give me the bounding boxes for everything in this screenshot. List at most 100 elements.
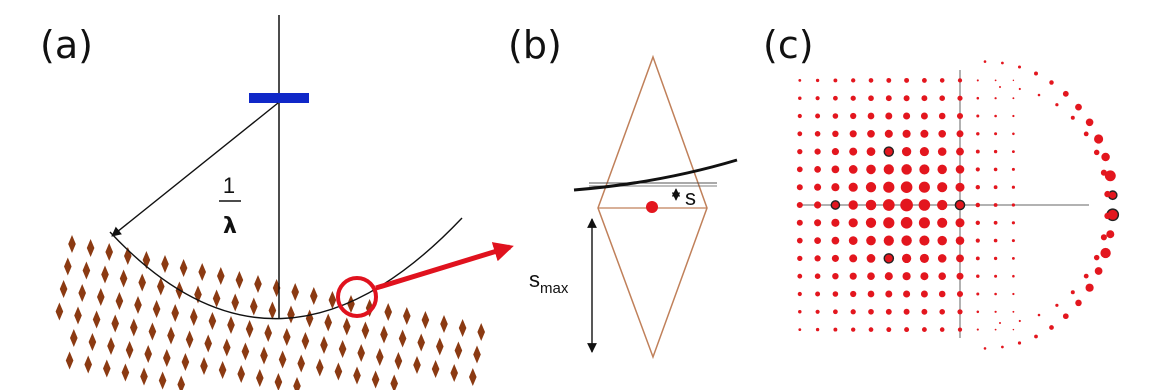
lattice-spot — [86, 239, 95, 257]
diffraction-spot — [797, 255, 803, 262]
diffraction-spot — [868, 95, 874, 102]
diffraction-spot — [939, 78, 945, 83]
indexed-spot — [830, 200, 841, 210]
lattice-spot — [138, 273, 146, 292]
diffraction-spot — [831, 218, 840, 227]
lattice-spot — [115, 292, 124, 310]
lattice-spot — [97, 288, 105, 306]
lattice-spot — [320, 336, 328, 354]
lattice-spot — [70, 329, 78, 347]
diffraction-spot — [901, 164, 912, 175]
lattice-spot — [161, 255, 169, 273]
diffraction-spot — [937, 217, 948, 228]
lattice-spot — [190, 308, 198, 326]
diffraction-spot — [994, 292, 997, 296]
lattice-spot — [274, 373, 283, 390]
lattice-spot — [413, 356, 421, 374]
diffraction-spot — [885, 290, 893, 298]
lattice-spot — [477, 323, 485, 341]
diffraction-spot — [865, 217, 877, 228]
diffraction-spot — [868, 327, 874, 332]
diffraction-spot — [815, 291, 821, 297]
diffraction-spot — [956, 130, 964, 138]
diffraction-spot — [884, 272, 893, 281]
diffraction-spot — [902, 272, 911, 281]
lattice-spot — [260, 346, 268, 365]
holz-spot — [1062, 90, 1069, 97]
lattice-spot — [208, 312, 217, 330]
diffraction-spot — [1012, 79, 1015, 82]
holz-inner-spot — [1018, 319, 1021, 323]
lattice-spot — [316, 358, 324, 377]
diffraction-spot — [937, 182, 948, 193]
holz-spot — [1094, 267, 1103, 275]
diffraction-spot — [955, 236, 965, 245]
diffraction-spot — [814, 255, 821, 262]
zoom-circle-icon — [336, 276, 378, 318]
diffraction-spot — [957, 78, 963, 83]
holz-spot — [1034, 71, 1038, 76]
holz-spot — [1075, 103, 1082, 111]
lattice-spot — [454, 341, 463, 360]
lattice-spot — [328, 291, 337, 309]
diffraction-spot — [920, 290, 928, 298]
diffraction-spot — [798, 328, 802, 331]
holz-inner-spot — [1104, 212, 1111, 220]
lattice-spot — [371, 370, 380, 389]
diffraction-spot — [900, 216, 913, 229]
lattice-spot — [82, 261, 91, 280]
lattice-spot — [167, 326, 175, 345]
diffraction-spot — [976, 310, 980, 314]
diffraction-spot — [832, 291, 839, 297]
diffraction-spot — [815, 327, 820, 332]
lattice-spot — [103, 359, 111, 378]
holz-inner-spot — [1100, 169, 1107, 176]
lattice-spot — [440, 315, 448, 333]
holz-spot — [1101, 152, 1110, 162]
indexed-spot — [883, 146, 895, 157]
diffraction-spot — [849, 272, 857, 280]
lattice-spot — [163, 349, 171, 367]
lattice-spot — [431, 360, 440, 378]
diffraction-pattern — [796, 77, 1016, 333]
diffraction-spot — [900, 181, 913, 194]
lattice-spot — [343, 317, 351, 336]
diffraction-spot — [903, 112, 911, 120]
indexed-spot — [883, 253, 895, 264]
lattice-spot — [157, 277, 165, 296]
diffraction-spot — [850, 95, 856, 101]
lattice-spot — [305, 309, 314, 328]
lattice-spot — [130, 318, 138, 337]
lattice-spot — [119, 269, 128, 288]
diffraction-spot — [797, 131, 803, 137]
diffraction-spot — [866, 164, 876, 175]
holz-spot — [1085, 283, 1094, 292]
lattice-spot — [105, 243, 113, 261]
diffraction-spot — [865, 199, 877, 211]
holz-spot — [1075, 299, 1082, 307]
diffraction-spot — [919, 147, 929, 157]
lattice-spot — [347, 295, 355, 313]
lattice-spot — [278, 350, 287, 369]
diffraction-spot — [903, 308, 910, 315]
diffraction-spot — [885, 112, 893, 120]
lattice-spot — [403, 307, 411, 325]
lattice-spot — [417, 333, 425, 352]
lattice-spot — [310, 287, 318, 305]
lattice-spot — [291, 283, 299, 301]
diffraction-spot — [1011, 203, 1016, 207]
lattice-spot — [158, 371, 167, 390]
diffraction-spot — [833, 309, 838, 315]
lattice-spot — [185, 330, 194, 349]
lattice-spot — [65, 351, 74, 370]
diffraction-spot — [919, 235, 930, 246]
diffraction-spot — [994, 310, 997, 313]
diffraction-spot — [815, 113, 821, 119]
diffraction-spot — [868, 308, 874, 315]
diffraction-spot — [886, 77, 892, 83]
holz-inner-spot — [1093, 149, 1100, 156]
diffraction-spot — [1011, 221, 1015, 225]
diffraction-spot — [994, 114, 997, 118]
diffraction-spot — [850, 290, 857, 298]
diffraction-spot — [850, 112, 857, 120]
